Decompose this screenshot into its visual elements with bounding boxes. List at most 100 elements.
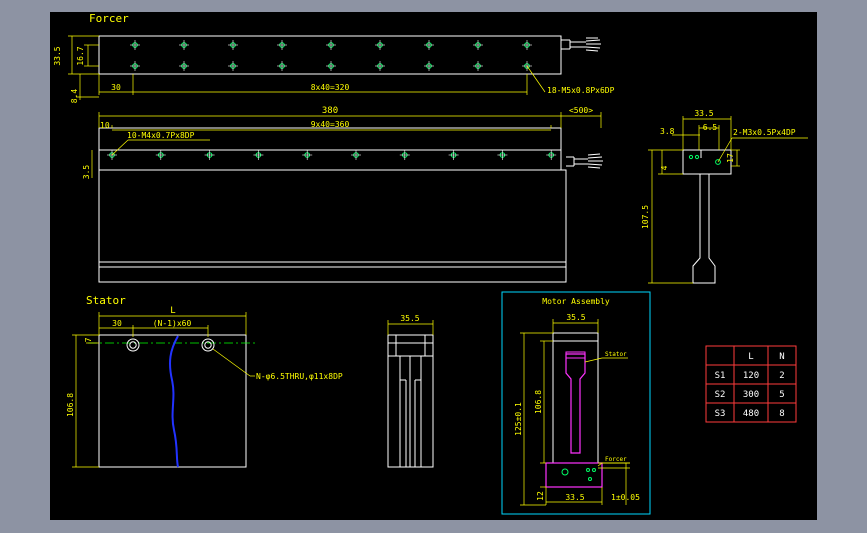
forcer-dim-8-4: 8.4 — [70, 89, 79, 104]
spec-table-cell: 120 — [743, 371, 759, 381]
spec-table-cell: 5 — [779, 390, 784, 400]
assembly-dim-33-5: 33.5 — [565, 493, 584, 502]
spec-table-header-cell: N — [779, 352, 784, 362]
spec-table-cell: 8 — [779, 409, 784, 419]
side-view: 33.5 6.5 3.8 2-M3x0.5Px4DP 4 17 107.5 — [641, 109, 808, 284]
stator-front-hole-pattern — [107, 150, 557, 160]
forcer-hole-callout: 18-M5x0.8Px6DP — [547, 86, 615, 95]
assembly-dim-12: 12 — [536, 491, 545, 501]
assembly-frame — [501, 291, 651, 515]
forcer-hole — [473, 40, 483, 50]
assembly-dim-106-8: 106.8 — [534, 390, 543, 414]
spec-table-cell: S2 — [715, 390, 726, 400]
stator-hole-1-inner — [129, 341, 137, 349]
forcer-hole — [326, 61, 336, 71]
forcer-hole — [130, 40, 140, 50]
spec-table-cell: S1 — [715, 371, 726, 381]
forcer-hole — [130, 61, 140, 71]
forcer-hole — [277, 61, 287, 71]
spec-table-cell: 2 — [779, 371, 784, 381]
forcer-top-view: Forcer 33.5 16.7 8.4 30 8x40=320 — [53, 12, 615, 103]
stator-hole-callout: 10-M4x0.7Px8DP — [127, 131, 195, 140]
side-dim-3-8: 3.8 — [660, 127, 675, 136]
forcer-dim-16-7: 16.7 — [76, 46, 85, 65]
side-hole — [694, 154, 700, 160]
end-view: 35.5 — [387, 314, 434, 468]
stator-cable — [566, 153, 603, 169]
side-hole-callout: 2-M3x0.5Px4DP — [733, 128, 796, 137]
assembly-hole — [586, 468, 590, 472]
side-forcer-block — [682, 149, 732, 175]
stator-hole-1 — [126, 338, 140, 352]
forcer-hole — [228, 61, 238, 71]
stator-dim-pitch: (N-1)x60 — [153, 319, 192, 328]
forcer-dimensions — [68, 35, 546, 100]
stator-dim-106-8: 106.8 — [66, 393, 75, 417]
stator-plate — [98, 334, 247, 468]
end-view-dim-35-5: 35.5 — [400, 314, 419, 323]
side-dim-33-5: 33.5 — [694, 109, 713, 118]
side-hole — [688, 154, 694, 160]
stator-hole-note: N-φ6.5THRU,φ11x8DP — [256, 372, 343, 381]
forcer-hole — [473, 61, 483, 71]
stator-hole-2-inner — [204, 341, 212, 349]
stator-front-hole — [546, 150, 557, 160]
motor-assembly-view: Motor Assembly 35.5 125±0.1 106.8 12 — [501, 291, 651, 515]
forcer-hole — [375, 40, 385, 50]
stator-title: Stator — [86, 294, 126, 307]
assembly-title: Motor Assembly — [542, 297, 610, 306]
spec-table-cell: S3 — [715, 409, 726, 419]
forcer-hole — [179, 61, 189, 71]
forcer-hole — [375, 61, 385, 71]
forcer-dim-33-5: 33.5 — [53, 46, 62, 65]
assembly-hole — [592, 468, 596, 472]
spec-table: L N S1 120 2S2 300 5S3 480 8 — [705, 345, 797, 423]
assembly-dimensions — [520, 319, 630, 506]
stator-view: Stator L 30 (N-1)x60 7 N-φ6.5THRU,φ11x8D… — [66, 294, 343, 468]
stator-front-hole — [155, 150, 166, 160]
stator-dim-L: L — [170, 306, 175, 316]
side-dim-4: 4 — [660, 165, 669, 170]
stator-body — [98, 169, 567, 283]
forcer-hole — [522, 40, 532, 50]
forcer-hole — [228, 40, 238, 50]
assembly-stator-core — [565, 353, 586, 454]
spec-table-cell: 480 — [743, 409, 759, 419]
stator-front-view: 380 <500> 10 9x40=360 10-M4x0.7Px8DP 3.5 — [82, 106, 603, 283]
stator-front-hole — [448, 150, 459, 160]
forcer-title: Forcer — [89, 12, 129, 25]
forcer-hole — [326, 40, 336, 50]
forcer-dim-pitch: 8x40=320 — [311, 83, 350, 92]
forcer-dim-30: 30 — [111, 83, 121, 92]
assembly-forcer-label: Forcer — [605, 456, 627, 463]
forcer-hole — [424, 40, 434, 50]
assembly-dim-1: 1±0.05 — [611, 493, 640, 502]
side-dimensions — [648, 116, 808, 284]
assembly-hole — [561, 468, 569, 476]
assembly-forcer — [545, 462, 603, 488]
stator-dimensions — [72, 312, 255, 468]
stator-dim-pitch: 9x40=360 — [311, 120, 350, 129]
forcer-hole — [424, 61, 434, 71]
side-dim-107-5: 107.5 — [641, 205, 650, 229]
side-dim-6-5: 6.5 — [703, 123, 718, 132]
assembly-stator-label: Stator — [605, 351, 627, 358]
assembly-dim-125: 125±0.1 — [514, 402, 523, 436]
stator-front-hole — [253, 150, 264, 160]
stator-hole-2 — [201, 338, 215, 352]
forcer-hole — [277, 40, 287, 50]
assembly-dim-35-5: 35.5 — [566, 313, 585, 322]
stator-dim-3-5: 3.5 — [82, 165, 91, 180]
stator-dim-380: 380 — [322, 106, 338, 116]
spec-table-header-cell: L — [748, 352, 753, 362]
spec-table-cell: 300 — [743, 390, 759, 400]
stator-front-dimensions — [91, 112, 602, 178]
stator-front-hole — [497, 150, 508, 160]
forcer-body — [98, 35, 562, 75]
forcer-hole — [179, 40, 189, 50]
side-stator-profile — [692, 174, 716, 284]
stator-dim-7: 7 — [84, 337, 93, 342]
stator-front-hole — [302, 150, 313, 160]
stator-front-hole — [351, 150, 361, 160]
